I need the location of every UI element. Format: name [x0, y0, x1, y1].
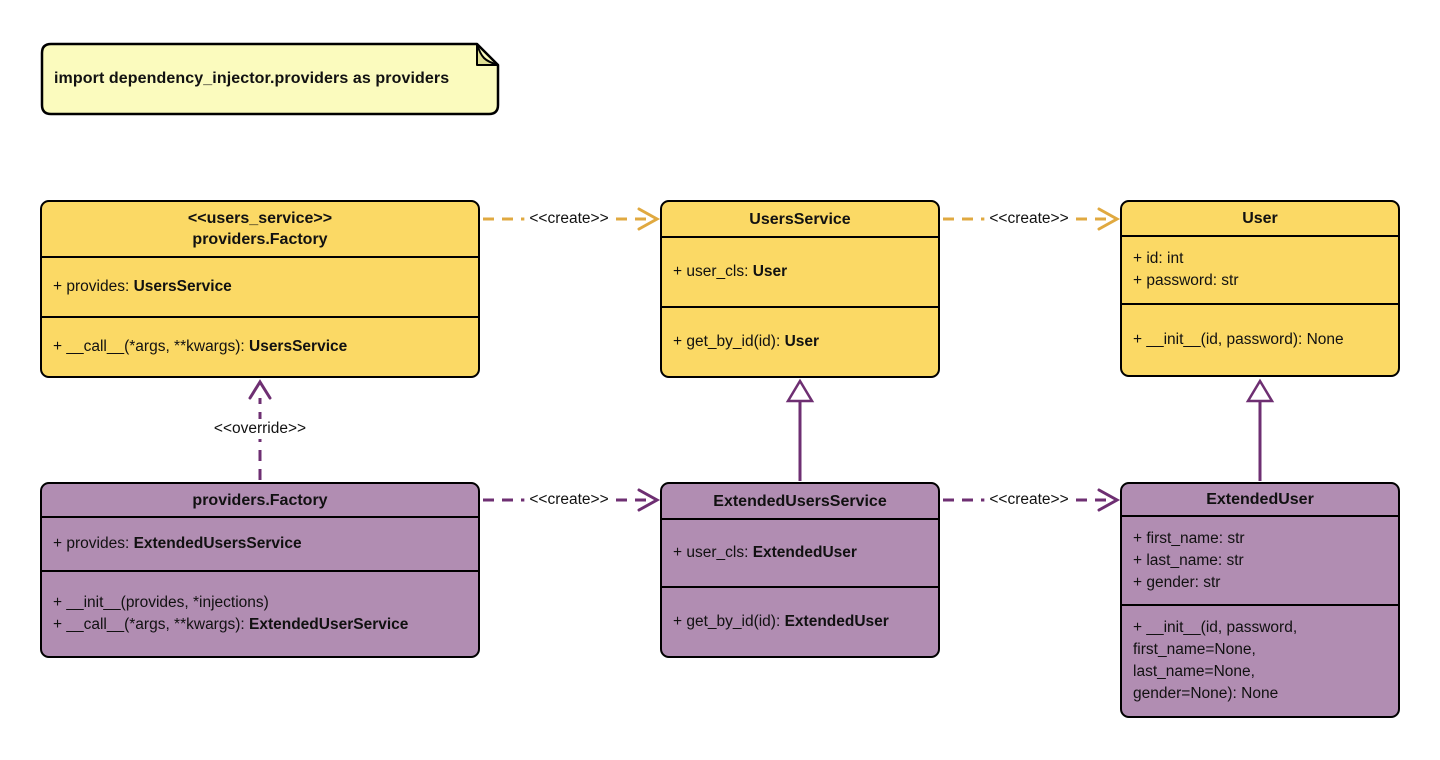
- create-arrowhead: [1097, 488, 1121, 512]
- attributes-section: + user_cls: User: [662, 236, 938, 306]
- class-extended-factory: providers.Factory + provides: ExtendedUs…: [40, 482, 480, 658]
- class-users-service-factory: <<users_service>> providers.Factory + pr…: [40, 200, 480, 378]
- attribute: + password: str: [1133, 272, 1239, 289]
- class-users-service: UsersService + user_cls: User + get_by_i…: [660, 200, 940, 378]
- attribute: + provides: ExtendedUsersService: [53, 535, 302, 552]
- method: + __init__(id, password): None: [1133, 331, 1344, 348]
- methods-section: + __init__(id, password): None: [1122, 303, 1398, 375]
- class-name: providers.Factory: [192, 231, 328, 248]
- create-arrowhead: [637, 488, 661, 512]
- create-label: <<create>>: [524, 490, 614, 510]
- attributes-section: + provides: UsersService: [42, 256, 478, 316]
- note-fold-corner: [476, 43, 499, 66]
- attribute: + last_name: str: [1133, 551, 1244, 569]
- class-header: UsersService: [662, 202, 938, 236]
- method: + get_by_id(id): User: [673, 333, 820, 350]
- methods-section: + get_by_id(id): ExtendedUser: [662, 586, 938, 656]
- inheritance-triangle: [785, 378, 815, 403]
- class-extended-users-service: ExtendedUsersService + user_cls: Extende…: [660, 482, 940, 658]
- create-label: <<create>>: [524, 209, 614, 229]
- create-label: <<create>>: [984, 490, 1074, 510]
- class-name: User: [1242, 210, 1278, 227]
- class-extended-user: ExtendedUser + first_name: str + last_na…: [1120, 482, 1400, 718]
- create-label: <<create>>: [984, 209, 1074, 229]
- attributes-section: + id: int + password: str: [1122, 235, 1398, 303]
- class-name: UsersService: [749, 210, 851, 228]
- create-arrowhead: [1097, 207, 1121, 231]
- import-note: import dependency_injector.providers as …: [40, 42, 500, 116]
- method: + __init__(id, password, first_name=None…: [1133, 619, 1298, 702]
- methods-section: + __init__(provides, *injections) + __ca…: [42, 570, 478, 656]
- class-stereotype: <<users_service>>: [187, 210, 333, 227]
- class-name: providers.Factory: [192, 491, 328, 509]
- attribute: + user_cls: User: [673, 263, 788, 280]
- method: + __call__(*args, **kwargs): ExtendedUse…: [53, 616, 409, 633]
- class-name: ExtendedUsersService: [713, 492, 887, 510]
- attribute: + id: int: [1133, 250, 1184, 267]
- override-arrowhead: [248, 379, 272, 400]
- override-label: <<override>>: [208, 419, 312, 439]
- attributes-section: + provides: ExtendedUsersService: [42, 516, 478, 570]
- attributes-section: + first_name: str + last_name: str + gen…: [1122, 515, 1398, 604]
- method: + get_by_id(id): ExtendedUser: [673, 613, 889, 630]
- attribute: + provides: UsersService: [53, 278, 232, 295]
- class-user: User + id: int + password: str + __init_…: [1120, 200, 1400, 377]
- attributes-section: + user_cls: ExtendedUser: [662, 518, 938, 586]
- attribute: + user_cls: ExtendedUser: [673, 544, 857, 561]
- methods-section: + __init__(id, password, first_name=None…: [1122, 604, 1398, 716]
- class-header: User: [1122, 202, 1398, 235]
- methods-section: + __call__(*args, **kwargs): UsersServic…: [42, 316, 478, 376]
- inheritance-triangle: [1245, 378, 1275, 403]
- attribute: + first_name: str: [1133, 529, 1245, 547]
- note-shape: [40, 42, 500, 116]
- class-header: ExtendedUser: [1122, 484, 1398, 515]
- note-text: import dependency_injector.providers as …: [54, 70, 450, 87]
- attribute: + gender: str: [1133, 573, 1221, 591]
- create-arrowhead: [637, 207, 661, 231]
- method: + __init__(provides, *injections): [53, 594, 269, 611]
- method: + __call__(*args, **kwargs): UsersServic…: [53, 338, 348, 355]
- class-header: <<users_service>> providers.Factory: [42, 202, 478, 256]
- class-header: providers.Factory: [42, 484, 478, 516]
- methods-section: + get_by_id(id): User: [662, 306, 938, 376]
- class-name: ExtendedUser: [1206, 491, 1314, 508]
- class-header: ExtendedUsersService: [662, 484, 938, 518]
